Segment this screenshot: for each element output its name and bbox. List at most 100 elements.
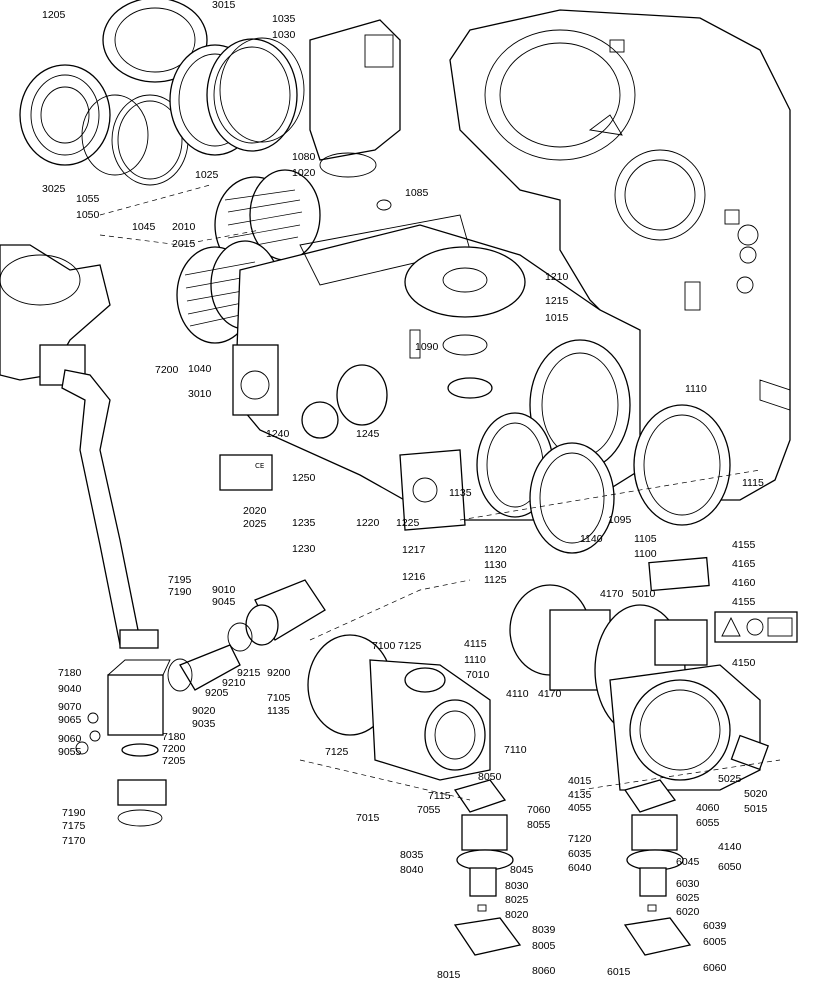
label-1230: 1230: [292, 543, 316, 555]
label-7180-top: 7180: [58, 667, 82, 679]
label-9010: 9010: [212, 584, 236, 596]
label-4155-mid: 4155: [732, 596, 756, 608]
label-1090: 1090: [415, 341, 439, 353]
warning-decal: [714, 611, 798, 643]
label-7200-top: 7200: [155, 364, 179, 376]
label-7180-mid: 7180: [162, 731, 186, 743]
unloader-valve: [75, 659, 171, 827]
label-1250: 1250: [292, 472, 316, 484]
label-8005: 8005: [532, 940, 556, 952]
label-1030: 1030: [272, 29, 296, 41]
label-2020: 2020: [243, 505, 267, 517]
label-8055: 8055: [527, 819, 551, 831]
label-2025: 2025: [243, 518, 267, 530]
label-1125: 1125: [484, 574, 507, 586]
label-1205: 1205: [42, 9, 66, 21]
label-8045: 8045: [510, 864, 534, 876]
part-labels: 1205 3015 1035 1030 3025 1055 1050 1045 …: [42, 0, 768, 981]
label-8039: 8039: [532, 924, 556, 936]
label-1050: 1050: [76, 209, 100, 221]
label-1025: 1025: [195, 169, 219, 181]
label-6039: 6039: [703, 920, 727, 932]
label-6015: 6015: [607, 966, 631, 978]
label-4110: 4110: [506, 688, 529, 700]
label-1217: 1217: [402, 544, 426, 556]
label-4055: 4055: [568, 802, 592, 814]
label-9020: 9020: [192, 705, 216, 717]
label-7195: 7195: [168, 574, 192, 586]
label-1220: 1220: [356, 517, 380, 529]
label-4140: 4140: [718, 841, 742, 853]
label-6045: 6045: [676, 856, 700, 868]
label-3010: 3010: [188, 388, 212, 400]
label-7125-mid: 7125: [325, 746, 349, 758]
label-8020: 8020: [505, 909, 529, 921]
label-9070: 9070: [58, 701, 82, 713]
label-2015: 2015: [172, 238, 196, 250]
label-7010: 7010: [466, 669, 490, 681]
label-7190-top: 7190: [168, 586, 192, 598]
label-1085: 1085: [405, 187, 429, 199]
label-9215: 9215: [237, 667, 261, 679]
label-8040: 8040: [400, 864, 424, 876]
compressor-element-7010: [307, 634, 491, 781]
label-5015: 5015: [744, 803, 768, 815]
label-7205: 7205: [162, 755, 186, 767]
label-7060: 7060: [527, 804, 551, 816]
label-9035: 9035: [192, 718, 216, 730]
label-7170: 7170: [62, 835, 86, 847]
label-8035: 8035: [400, 849, 424, 861]
label-6040: 6040: [568, 862, 592, 874]
label-9200: 9200: [267, 667, 291, 679]
label-1110-top: 1110: [685, 383, 707, 395]
label-1100: 1100: [634, 548, 657, 560]
label-1135-mid: 1135: [267, 705, 290, 717]
label-7015: 7015: [356, 812, 380, 824]
label-1055: 1055: [76, 193, 100, 205]
label-1210: 1210: [545, 271, 569, 283]
label-6005: 6005: [703, 936, 727, 948]
label-9060: 9060: [58, 733, 82, 745]
label-4115: 4115: [464, 638, 487, 650]
label-1120: 1120: [484, 544, 507, 556]
flange-rings: [409, 329, 731, 554]
label-6055: 6055: [696, 817, 720, 829]
label-7200-mid: 7200: [162, 743, 186, 755]
label-9205: 9205: [205, 687, 229, 699]
label-7115: 7115: [428, 790, 451, 802]
label-7120: 7120: [568, 833, 592, 845]
label-9210: 9210: [222, 677, 246, 689]
intake-pipe: [0, 244, 159, 649]
ce-mark: CE: [255, 462, 264, 470]
label-2010: 2010: [172, 221, 196, 233]
label-6035: 6035: [568, 848, 592, 860]
label-8050: 8050: [478, 771, 502, 783]
label-7125-top: 7125: [398, 640, 422, 652]
label-6030: 6030: [676, 878, 700, 890]
label-1115: 1115: [742, 477, 764, 489]
label-9065: 9065: [58, 714, 82, 726]
label-8025: 8025: [505, 894, 529, 906]
label-9045: 9045: [212, 596, 236, 608]
label-7055: 7055: [417, 804, 441, 816]
label-1035: 1035: [272, 13, 296, 25]
label-1140: 1140: [580, 533, 603, 545]
label-4060: 4060: [696, 802, 720, 814]
label-4170-top: 4170: [600, 588, 624, 600]
label-8015: 8015: [437, 969, 461, 981]
label-4165: 4165: [732, 558, 756, 570]
label-7100: 7100: [372, 640, 396, 652]
label-4150: 4150: [732, 657, 756, 669]
oil-filter: [167, 579, 326, 692]
label-6050: 6050: [718, 861, 742, 873]
label-4155-top: 4155: [732, 539, 756, 551]
label-1225: 1225: [396, 517, 420, 529]
label-1095: 1095: [608, 514, 632, 526]
label-1105: 1105: [634, 533, 657, 545]
label-1240: 1240: [266, 428, 290, 440]
label-5010: 5010: [632, 588, 656, 600]
label-3025: 3025: [42, 183, 66, 195]
label-1235: 1235: [292, 517, 316, 529]
label-9055: 9055: [58, 746, 82, 758]
